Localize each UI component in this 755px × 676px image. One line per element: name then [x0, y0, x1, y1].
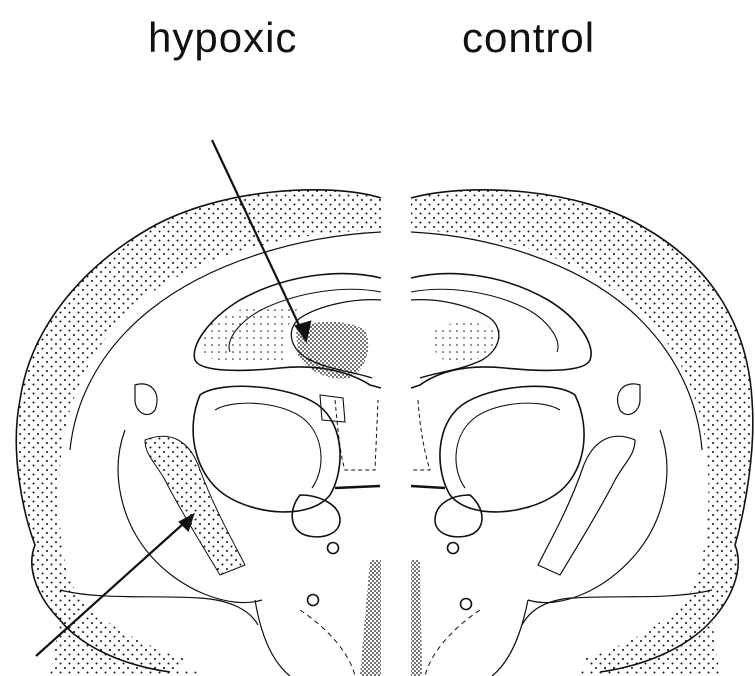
right-hemisphere — [411, 190, 753, 676]
left-hemisphere — [16, 190, 381, 676]
